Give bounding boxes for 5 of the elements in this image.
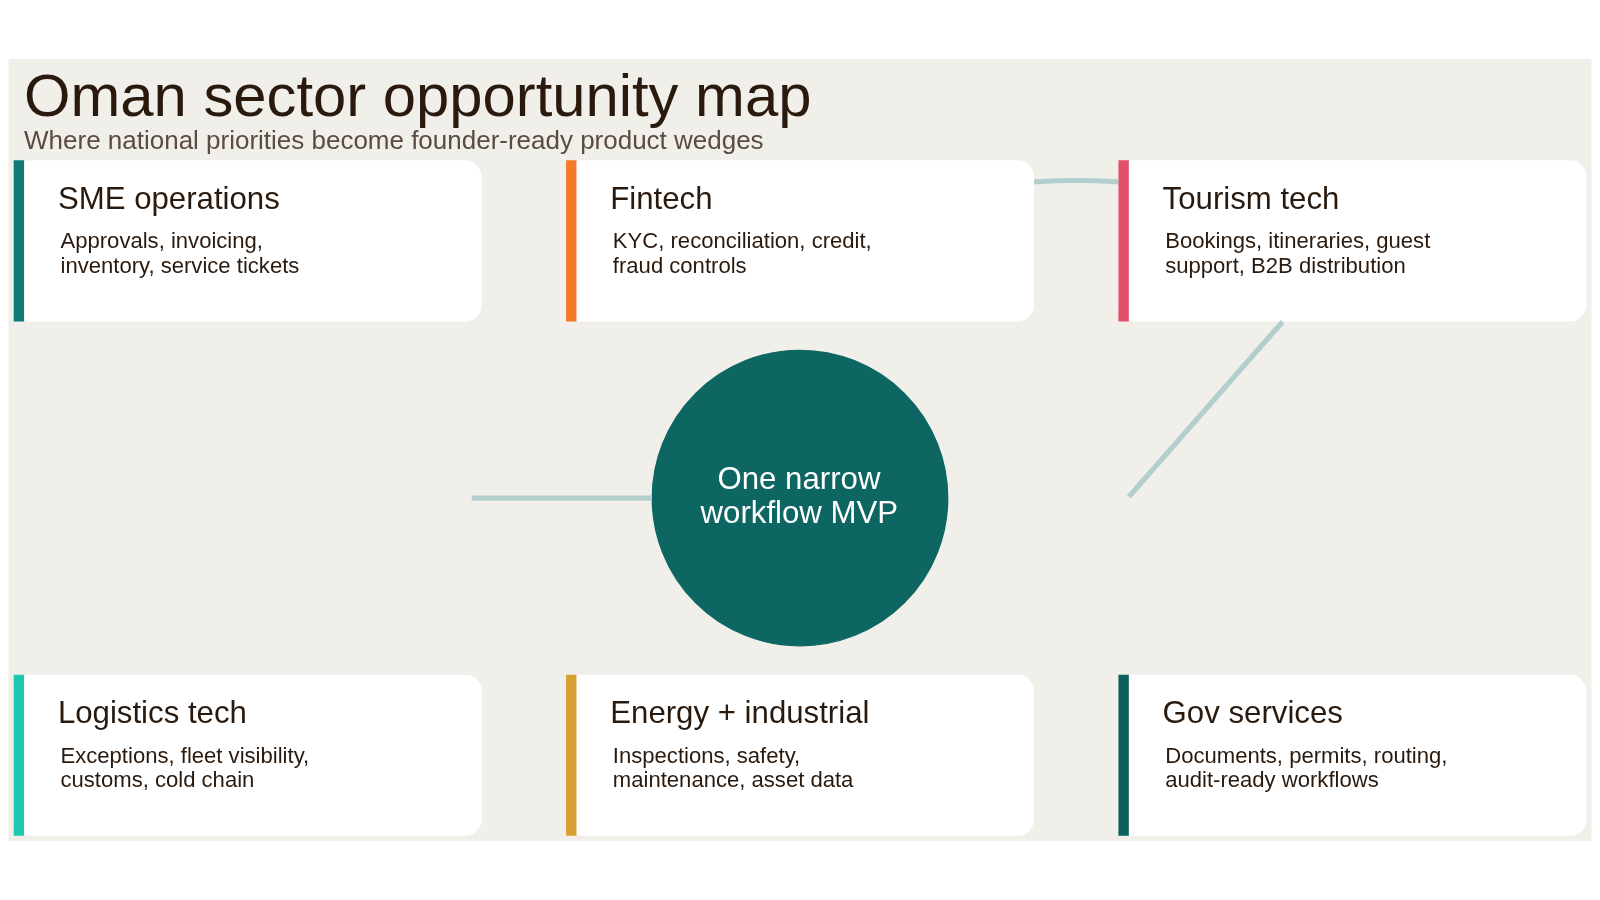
connector — [1126, 320, 1285, 499]
node-circle: One narrow workflow MVP — [651, 349, 949, 647]
connector — [1033, 177, 1119, 185]
diagram-title: Oman sector opportunity map — [24, 61, 812, 129]
connector — [471, 495, 652, 501]
